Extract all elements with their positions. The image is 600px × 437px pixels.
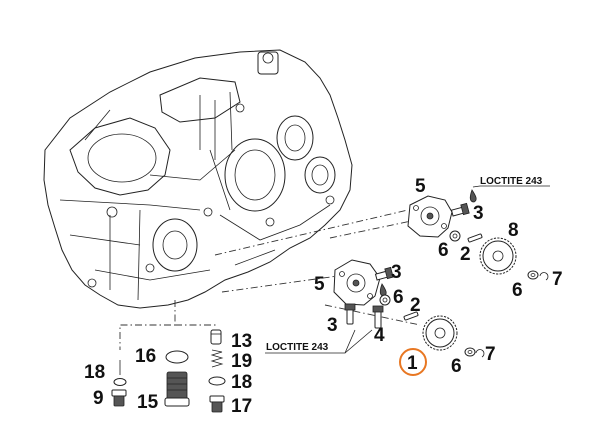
oring-18-left <box>113 378 127 386</box>
upper-gear-8 <box>479 237 517 275</box>
lower-oil-pump-assembly <box>333 259 381 306</box>
lower-screw-3-top <box>374 266 394 281</box>
drain-plug-17 <box>209 395 225 413</box>
label-6-upper: 6 <box>438 240 449 261</box>
oring-16 <box>165 350 189 364</box>
label-9: 9 <box>93 388 104 409</box>
lower-pin-2 <box>403 311 419 321</box>
oring-18-right <box>208 376 226 386</box>
label-13: 13 <box>231 331 252 352</box>
lower-screw-4 <box>372 305 384 329</box>
label-2-upper: 2 <box>460 244 471 265</box>
crankcase-housing <box>43 49 353 309</box>
label-16: 16 <box>135 346 156 367</box>
label-7-lower: 7 <box>485 344 496 365</box>
label-6-lower: 6 <box>393 287 404 308</box>
label-5-upper: 5 <box>415 176 426 197</box>
highlight-circle-part-1[interactable] <box>399 348 427 376</box>
spring-19 <box>210 349 224 368</box>
label-19: 19 <box>231 351 252 372</box>
label-6-upper-small: 6 <box>512 280 523 301</box>
label-5-lower: 5 <box>314 274 325 295</box>
label-8: 8 <box>508 220 519 241</box>
label-6-lower-small: 6 <box>451 356 462 377</box>
lower-screw-3-bottom <box>344 303 356 325</box>
part-number-labels: 5 3 8 6 2 6 7 5 3 6 2 3 4 1 6 7 13 16 19… <box>84 176 563 417</box>
lower-loctite-callout: LOCTITE 243 <box>265 329 373 354</box>
lower-washer-6 <box>379 294 391 306</box>
label-1: 1 <box>407 353 418 374</box>
label-3-upper: 3 <box>473 203 484 224</box>
lower-gear-1 <box>422 315 458 351</box>
lower-loctite-drop-icon <box>379 283 387 297</box>
label-17: 17 <box>231 396 252 417</box>
upper-oil-pump-assembly <box>407 195 453 238</box>
plug-13 <box>210 329 222 345</box>
drain-plug-9 <box>111 389 127 407</box>
upper-pin-2 <box>467 233 483 243</box>
label-7-upper: 7 <box>552 269 563 290</box>
upper-washer-small-6 <box>527 270 539 280</box>
loctite-top-label: LOCTITE 243 <box>480 176 543 187</box>
screen-filter-15 <box>164 371 190 407</box>
upper-screw-3 <box>450 202 470 217</box>
upper-loctite-callout: LOCTITE 243 <box>472 176 550 188</box>
label-18-right: 18 <box>231 372 252 393</box>
lower-circlip-7 <box>475 349 485 358</box>
label-3-lower-top: 3 <box>391 262 402 283</box>
lower-washer-small-6 <box>464 347 476 357</box>
upper-circlip-7 <box>539 272 549 281</box>
label-15: 15 <box>137 392 159 413</box>
loctite-bottom-label: LOCTITE 243 <box>266 342 329 353</box>
label-3-lower-bottom: 3 <box>327 315 338 336</box>
label-4: 4 <box>374 325 385 346</box>
upper-loctite-drop-icon <box>469 189 477 203</box>
upper-washer-6 <box>449 230 461 242</box>
label-2-lower: 2 <box>410 295 421 316</box>
label-18-left: 18 <box>84 362 105 383</box>
